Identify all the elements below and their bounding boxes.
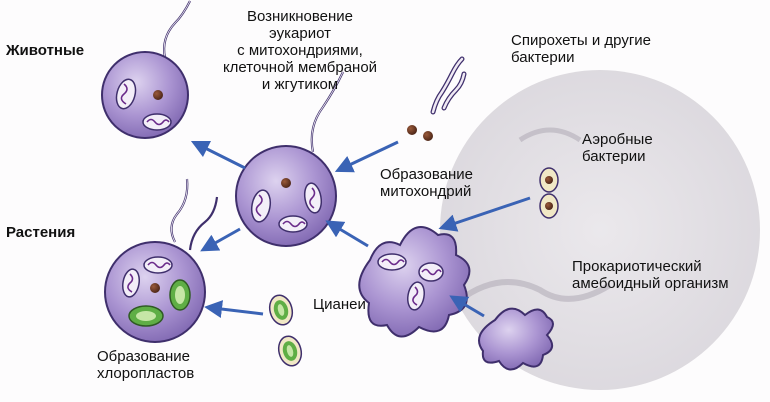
amoeboid-with-mitochondria <box>358 226 471 338</box>
spirochetes-line-1: Спирохеты и другие <box>511 32 652 49</box>
arrow-cyanea <box>204 300 264 319</box>
origin-line-3: с митохондриями, <box>237 42 363 59</box>
mitochondrion <box>250 189 272 223</box>
spirochetes <box>430 56 467 115</box>
mitochondrion <box>303 182 323 214</box>
arrow-aerobic <box>438 196 531 232</box>
label-mitochondria-formation: Образование митохондрий <box>380 166 473 200</box>
origin-line-4: клеточной мембраной <box>222 59 378 76</box>
label-animals: Животные <box>6 42 85 59</box>
mitochondrion <box>278 215 308 233</box>
mitochondrion <box>115 78 137 110</box>
nucleus <box>150 283 160 293</box>
label-spirochetes: Спирохеты и другие бактерии <box>511 32 651 66</box>
chloro-line-1: Образование <box>97 348 190 365</box>
chloroplast <box>169 279 191 311</box>
aerobic-line-2: бактерии <box>582 148 646 165</box>
mitochondrion <box>407 281 425 311</box>
arrow-mitochondria <box>325 220 369 248</box>
prokaryotic-amoeboid <box>478 307 554 371</box>
animal-cell <box>101 0 191 139</box>
origin-line-5: и жгутиком <box>261 76 339 93</box>
aerobic-line-1: Аэробные <box>582 131 653 148</box>
mitochondrion <box>418 262 444 282</box>
aerobic-bacteria <box>539 167 559 219</box>
arrow-spirochetes <box>334 140 399 173</box>
origin-line-1: Возникновение <box>246 8 354 25</box>
central-cell <box>235 71 344 247</box>
chloro-line-2: хлоропластов <box>97 365 195 382</box>
label-aerobic-bacteria: Аэробные бактерии <box>582 131 653 165</box>
arrow-to-plant <box>200 227 241 252</box>
label-origin-eukaryotes: Возникновение эукариот с митохондриями, … <box>205 8 395 93</box>
mitochondrion <box>142 113 172 131</box>
mitochondrion <box>143 256 173 274</box>
nucleus <box>153 90 163 100</box>
mitochondrion <box>122 268 140 298</box>
arrow-to-animal <box>190 140 246 170</box>
spirochetes-line-2: бактерии <box>511 49 575 66</box>
plant-cell <box>104 178 219 343</box>
mito-line-1: Образование <box>380 166 473 183</box>
small-bacterium <box>407 125 417 135</box>
origin-line-2: эукариот <box>269 25 331 42</box>
mitochondrion <box>377 253 407 271</box>
mito-line-2: митохондрий <box>380 183 472 200</box>
label-cyanea: Цианеи <box>313 296 366 313</box>
label-chloroplast-formation: Образование хлоропластов <box>97 348 194 382</box>
arrows <box>190 140 531 319</box>
prokaryote-line-2: амебоидный организм <box>572 275 729 292</box>
label-plants: Растения <box>6 224 76 241</box>
small-bacterium <box>423 131 433 141</box>
chloroplast <box>128 305 164 327</box>
cyanobacteria <box>268 294 303 367</box>
arrow-prokaryote <box>449 295 485 318</box>
prokaryote-line-1: Прокариотический <box>572 258 702 275</box>
nucleus <box>281 178 291 188</box>
label-prokaryotic-amoeboid: Прокариотический амебоидный организм <box>572 258 729 292</box>
